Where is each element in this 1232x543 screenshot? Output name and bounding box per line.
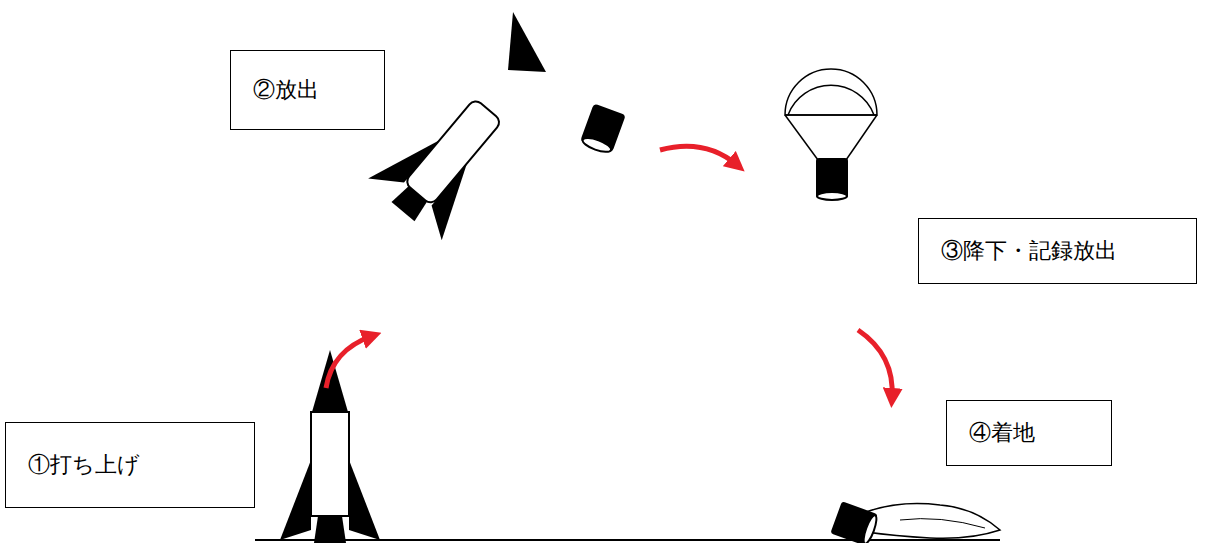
label-box: ④着地 [946,400,1112,466]
flow-arrow [326,336,372,388]
flow-arrow [858,330,892,398]
label-box: ③降下・記録放出 [918,218,1197,284]
stage-label: ①打ち上げ [28,450,140,480]
can [579,103,626,155]
label-box: ②放出 [230,50,385,130]
ground-line [255,539,1000,541]
stage-label: ②放出 [253,75,319,105]
parachute [785,69,877,200]
landed-can [830,501,1000,543]
nose-cone [508,12,546,72]
released-rocket [366,79,525,243]
flow-arrow [660,146,737,165]
label-box: ①打ち上げ [5,422,255,508]
stage-label: ④着地 [969,418,1035,448]
stage-label: ③降下・記録放出 [941,236,1117,266]
